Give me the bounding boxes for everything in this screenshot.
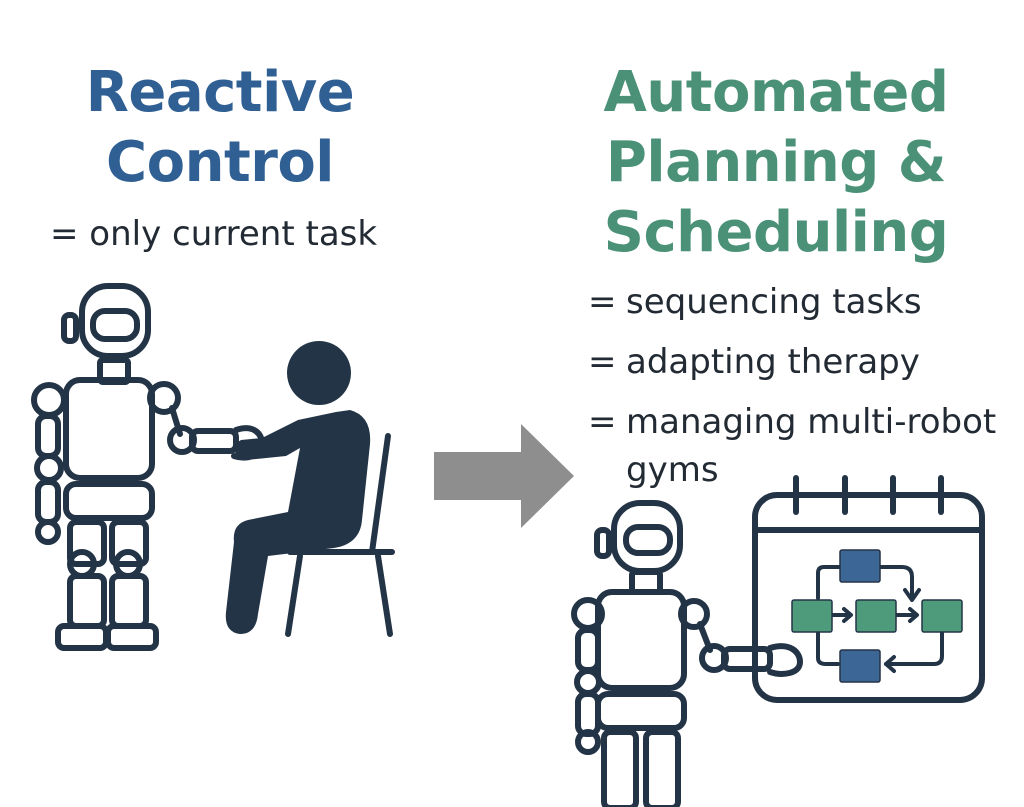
calendar-icon (752, 475, 985, 703)
title-line: Scheduling (603, 200, 949, 265)
planning-capabilities-list: =sequencing tasks =adapting therapy =man… (588, 282, 1024, 510)
robot-icon (31, 283, 265, 651)
capability-item: =managing multi-robot gyms (588, 402, 1024, 494)
arrow-right-icon (434, 424, 574, 528)
title-line: Control (106, 130, 335, 195)
equals-sign: = (588, 282, 617, 322)
seated-person-icon (225, 341, 371, 634)
title-line: Automated (603, 60, 949, 125)
robot-icon (571, 500, 803, 807)
capability-item: =adapting therapy (588, 342, 1024, 386)
title-line: Reactive (85, 60, 355, 125)
capability-item: =sequencing tasks (588, 282, 1024, 326)
capability-text: adapting therapy (626, 342, 920, 382)
equals-sign: = (588, 402, 617, 442)
reactive-control-description: = only current task (50, 214, 378, 254)
title-line: Planning & (605, 130, 947, 195)
workflow-arrows (816, 565, 944, 673)
capability-text: sequencing tasks (626, 282, 922, 322)
equals-sign: = (588, 342, 617, 382)
workflow-diagram-icon (791, 549, 963, 683)
capability-text: managing multi-robot gyms (626, 402, 997, 490)
chair-icon (285, 433, 395, 637)
